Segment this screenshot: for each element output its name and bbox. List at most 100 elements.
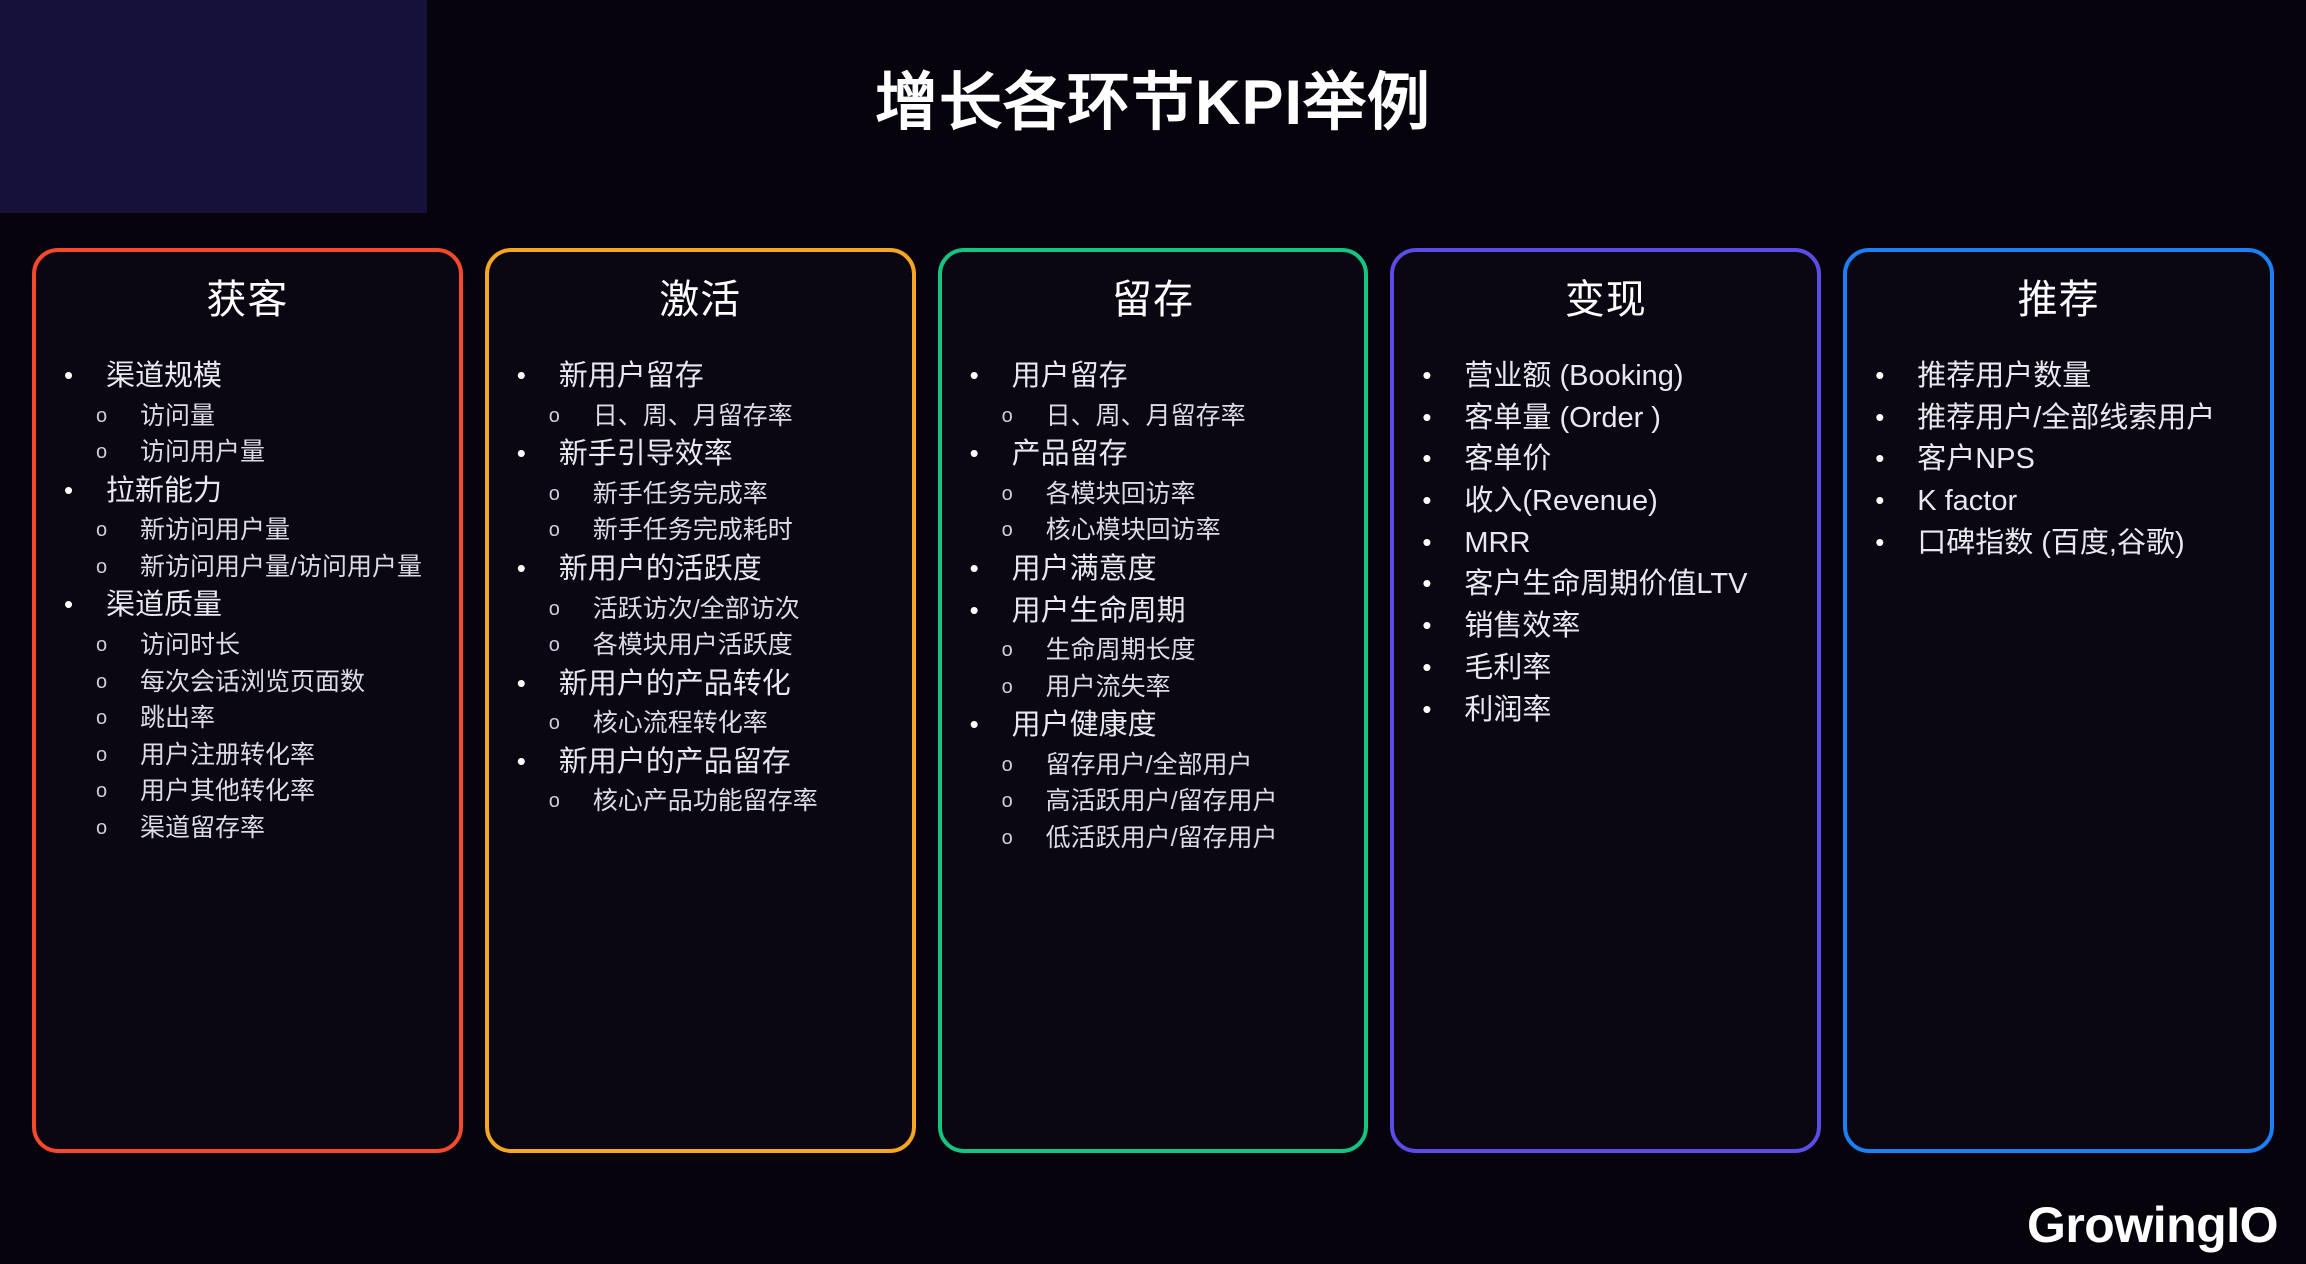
kpi-card-title-monetization: 变现 (1564, 278, 1647, 322)
bullet-circle-icon: o (548, 482, 560, 505)
bullet-circle-icon: o (1001, 482, 1013, 505)
bullet-disc-icon: • (1422, 568, 1432, 599)
list-item-label: 用户留存 (1011, 360, 1128, 392)
list-item-label: MRR (1464, 526, 1531, 559)
bullet-disc-icon: • (1422, 610, 1432, 641)
bullet-disc-icon: • (1422, 693, 1432, 724)
bullet-circle-icon: o (96, 670, 108, 693)
list-item-label: 渠道规模 (106, 360, 223, 392)
bullet-circle-icon: o (548, 404, 560, 427)
list-item: o 访问时长 (58, 629, 445, 662)
list-item-label: 生命周期长度 (1045, 636, 1196, 665)
list-item-label: 核心产品功能留存率 (592, 787, 818, 816)
list-item-label: 新手任务完成率 (592, 479, 768, 508)
bullet-circle-icon: o (96, 441, 108, 464)
list-item: • 用户生命周期 (964, 593, 1351, 631)
bullet-disc-icon: • (1422, 401, 1432, 432)
list-item-label: 日、周、月留存率 (1045, 401, 1246, 430)
bullet-disc-icon: • (1422, 651, 1432, 682)
list-item: • 新用户留存 (511, 358, 898, 396)
bullet-disc-icon: • (516, 667, 526, 698)
bullet-disc-icon: • (1875, 360, 1885, 390)
list-item: •口碑指数 (百度,谷歌) (1869, 525, 2256, 563)
list-item: •渠道质量 (58, 587, 445, 625)
list-item: •收入(Revenue) (1416, 483, 1803, 521)
bullet-disc-icon: • (969, 594, 979, 625)
bullet-disc-icon: • (969, 709, 979, 740)
list-item-label: 用户其他转化率 (140, 777, 316, 806)
list-item: •利润率 (1416, 692, 1803, 730)
list-item-label: 每次会话浏览页面数 (140, 667, 366, 696)
bullet-disc-icon: • (969, 552, 979, 583)
list-item-label: 访问用户量 (140, 438, 266, 467)
list-item: •营业额 (Booking) (1416, 358, 1803, 396)
bullet-disc-icon: • (1422, 485, 1432, 516)
list-item-label: 访问时长 (140, 631, 241, 660)
bullet-circle-icon: o (1001, 826, 1013, 849)
list-item: • 销售效率 (1416, 608, 1803, 646)
bullet-disc-icon: • (516, 745, 526, 776)
list-item: •客户NPS (1869, 441, 2256, 479)
list-item: •新用户的产品留存 (511, 744, 898, 782)
list-item: •用户满意度 (964, 551, 1351, 589)
kpi-card-title-referral: 推荐 (2017, 278, 2100, 322)
list-item-label: 渠道质量 (106, 589, 223, 622)
bullet-circle-icon: o (1001, 675, 1013, 698)
list-item-label: 新访问用户量/访问用户量 (140, 552, 422, 581)
kpi-card-title-retention: 留存 (1111, 278, 1194, 322)
list-item-label: 毛利率 (1464, 651, 1552, 684)
bullet-circle-icon: o (96, 519, 108, 542)
list-item-label: 核心流程转化率 (592, 709, 768, 738)
list-item-label: 销售效率 (1464, 610, 1581, 643)
list-item-label: 新用户的产品转化 (558, 667, 791, 700)
list-item: •客户生命周期价值LTV (1416, 566, 1803, 604)
bullet-circle-icon: o (1001, 753, 1013, 776)
bullet-disc-icon: • (1422, 526, 1432, 557)
kpi-card-body-monetization: •营业额 (Booking)•客单量 (Order )•客单价•收入(Reven… (1398, 358, 1813, 729)
list-item-label: 用户生命周期 (1011, 594, 1186, 627)
bullet-circle-icon: o (548, 597, 560, 620)
list-item: o 访问用户量 (58, 436, 445, 469)
bullet-disc-icon: • (516, 552, 526, 583)
list-item: •新用户的活跃度 (511, 551, 898, 589)
kpi-card-monetization: 变现•营业额 (Booking)•客单量 (Order )•客单价•收入(Rev… (1390, 248, 1822, 1153)
bullet-disc-icon: • (1875, 485, 1885, 516)
bullet-circle-icon: o (96, 634, 108, 657)
page-title: 增长各环节KPI举例 (874, 68, 1432, 138)
list-item-label: 推荐用户/全部线索用户 (1917, 401, 2216, 434)
list-item-label: 用户流失率 (1045, 672, 1171, 701)
list-item-label: 新手任务完成耗时 (592, 516, 793, 545)
list-item: •客单量 (Order ) (1416, 400, 1803, 438)
bullet-disc-icon: • (516, 360, 526, 390)
list-item-label: 产品留存 (1011, 438, 1128, 471)
list-item: • 推荐用户数量 (1869, 358, 2256, 396)
list-item-label: 新用户留存 (558, 360, 704, 392)
bullet-circle-icon: o (96, 555, 108, 578)
bullet-disc-icon: • (969, 438, 979, 469)
list-item-label: 推荐用户数量 (1917, 360, 2092, 392)
list-item-label: 核心模块回访率 (1045, 516, 1221, 545)
bullet-disc-icon: • (1422, 360, 1432, 390)
list-item: o 新访问用户量/访问用户量 (58, 551, 445, 584)
list-item: •用户留存 (964, 358, 1351, 396)
